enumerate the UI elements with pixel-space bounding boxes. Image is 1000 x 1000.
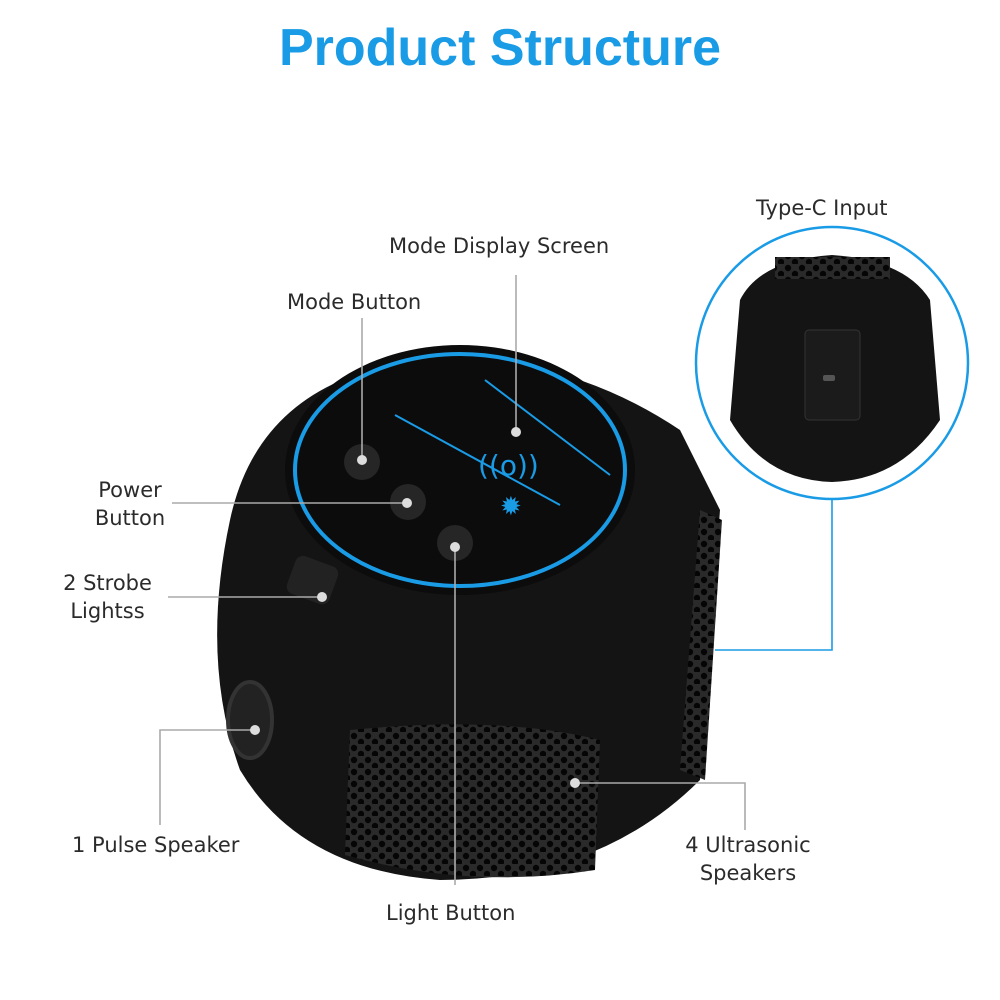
leader-lines — [159, 275, 833, 885]
label-type-c-input: Type-C Input — [756, 196, 888, 220]
label-mode-display-screen: Mode Display Screen — [389, 234, 610, 258]
pulse-speaker — [226, 680, 274, 760]
label-pulse-speaker: 1 Pulse Speaker — [72, 833, 240, 857]
type-c-inset — [694, 225, 970, 501]
svg-text:✹: ✹ — [500, 492, 522, 522]
label-light-button: Light Button — [386, 901, 516, 925]
type-c-port — [823, 375, 835, 381]
label-line: Button — [94, 506, 166, 530]
label-line: Lightss — [70, 599, 145, 623]
label-power-button: Power Button — [88, 476, 172, 532]
control-panel: ((o)) ✹ — [285, 345, 635, 595]
page-title: Product Structure — [278, 19, 722, 77]
label-line: Speakers — [699, 861, 797, 885]
label-ultrasonic-speakers: 4 Ultrasonic Speakers — [678, 831, 818, 887]
svg-text:((o)): ((o)) — [478, 449, 539, 482]
label-strobe-lights: 2 Strobe Lightss — [50, 569, 165, 625]
label-line: Power — [98, 478, 162, 502]
strobe-lights — [286, 555, 339, 605]
ultrasonic-speaker-grille — [345, 724, 600, 878]
label-line: 2 Strobe — [63, 571, 152, 595]
label-line: 4 Ultrasonic — [685, 833, 811, 857]
label-mode-button: Mode Button — [287, 290, 422, 314]
